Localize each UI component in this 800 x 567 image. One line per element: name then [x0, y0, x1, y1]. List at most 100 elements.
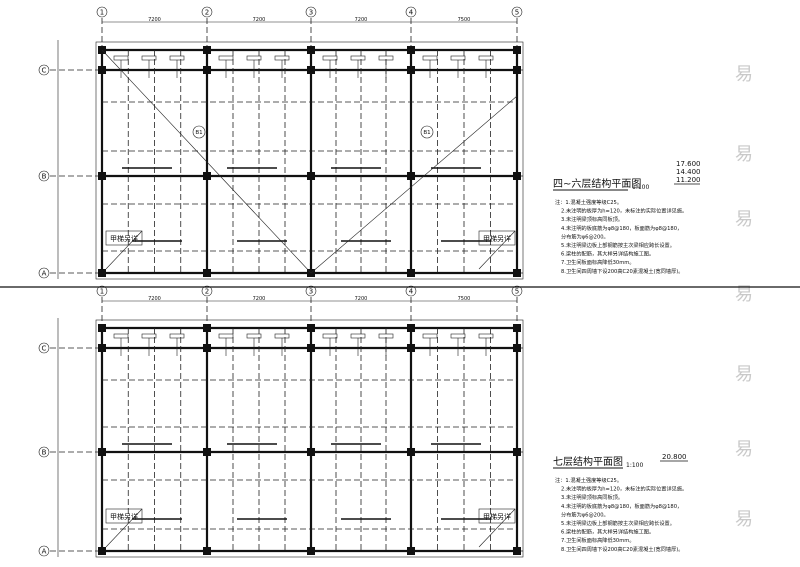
stair-right [478, 508, 516, 524]
stair-left [105, 508, 143, 524]
stair-diagonal [105, 230, 143, 270]
column [307, 46, 315, 54]
column [307, 448, 315, 456]
grid-label-y: B [42, 449, 47, 457]
title-block-floors-4-6: 四~六层结构平面图 1:100 17.600 14.400 11.200 注：1… [553, 160, 701, 275]
grid-bubble [38, 267, 50, 279]
watermark-glyph: 易 [735, 284, 753, 305]
note-line: 2.未注明的板厚为h=120，未标注的实际位置详见施。 [561, 485, 687, 493]
slab-mark-circle [192, 125, 206, 139]
slab-diagonal [101, 49, 312, 274]
watermark-glyph: 易 [735, 509, 753, 530]
column [407, 46, 415, 54]
dimension-text: 7200 [148, 17, 161, 23]
stair-label: 甲梯另详 [110, 234, 138, 243]
note-line: 3.未注明梁顶标高同板顶。 [561, 493, 623, 501]
column [203, 172, 211, 180]
note-line: 分布筋为φ6@200。 [561, 232, 609, 240]
grid-label-y: B [42, 173, 47, 181]
stair-left [105, 230, 143, 246]
plan-scale: 1:100 [626, 462, 643, 469]
plan-frame [95, 319, 524, 558]
column [98, 269, 106, 277]
grid-bubble [201, 285, 213, 297]
column [513, 46, 521, 54]
grid-bubble [38, 342, 50, 354]
grid-label-y: A [42, 270, 47, 278]
column [407, 547, 415, 555]
note-line: 7.卫生间板面标高降低30mm。 [561, 258, 635, 266]
column [203, 269, 211, 277]
column [513, 324, 521, 332]
plan-scale: 1:100 [632, 184, 649, 191]
dimension-text: 7200 [253, 296, 266, 302]
column [407, 344, 415, 352]
column [307, 547, 315, 555]
column [407, 448, 415, 456]
plan-frame [95, 41, 524, 280]
watermark-glyph: 易 [735, 439, 753, 460]
column [513, 172, 521, 180]
grid-label-x: 1 [100, 288, 104, 296]
grid-label-y: C [42, 67, 47, 75]
slab-mark: B1 [195, 130, 202, 136]
grid-bubble [405, 6, 417, 18]
grid-label-x: 3 [309, 288, 313, 296]
elevation-3: 11.200 [676, 176, 701, 184]
column [407, 172, 415, 180]
elevation-1: 17.600 [676, 160, 701, 168]
note-line: 5.未注明梁边板上部钢筋按主次梁相应跨长设置。 [561, 519, 675, 527]
grid-bubble [38, 64, 50, 76]
grid-bubble [96, 6, 108, 18]
grid-label-x: 4 [409, 9, 414, 17]
column [513, 269, 521, 277]
grid-bubble [96, 285, 108, 297]
column [307, 66, 315, 74]
dimension-text: 7200 [148, 296, 161, 302]
column [98, 324, 106, 332]
elevation-1: 20.800 [662, 453, 687, 461]
plan-title: 七层结构平面图 [553, 455, 623, 468]
column [407, 66, 415, 74]
dimension-text: 7200 [355, 17, 368, 23]
column [407, 269, 415, 277]
grid-bubble [405, 285, 417, 297]
note-line: 5.未注明梁边板上部钢筋按主次梁相应跨长设置。 [561, 241, 675, 249]
note-line: 8.卫生间四周墙下设200高C20素混凝土(宽同墙厚)。 [561, 545, 684, 553]
dimension-text: 7500 [458, 296, 471, 302]
stair-right [478, 230, 516, 246]
grid-label-y: C [42, 345, 47, 353]
title-block-floor-7: 七层结构平面图 1:100 20.800 注：1.混凝土强度等级C25。2.未注… [553, 453, 688, 553]
grid-label-y: A [42, 548, 47, 556]
stair-diagonal [478, 508, 516, 548]
column [203, 448, 211, 456]
watermark-glyph: 易 [735, 144, 753, 165]
note-line: 7.卫生间板面标高降低30mm。 [561, 536, 635, 544]
column [513, 448, 521, 456]
dimension-text: 7500 [458, 17, 471, 23]
stair-label: 甲梯另详 [483, 512, 511, 521]
note-line: 注：1.混凝土强度等级C25。 [555, 476, 622, 484]
column [203, 344, 211, 352]
grid-label-x: 2 [205, 9, 209, 17]
stair-diagonal [105, 508, 143, 548]
column [307, 344, 315, 352]
notes-floor-7: 注：1.混凝土强度等级C25。2.未注明的板厚为h=120，未标注的实际位置详见… [555, 476, 687, 553]
column [98, 344, 106, 352]
elevation-2: 14.400 [676, 168, 701, 176]
column [98, 172, 106, 180]
slab-mark: B1 [423, 130, 430, 136]
column [307, 172, 315, 180]
grid-bubble [38, 545, 50, 557]
grid-label-x: 5 [515, 288, 519, 296]
column [307, 324, 315, 332]
grid-label-x: 3 [309, 9, 313, 17]
column [407, 324, 415, 332]
column [98, 448, 106, 456]
grid-bubble [38, 170, 50, 182]
note-line: 注：1.混凝土强度等级C25。 [555, 198, 622, 206]
grid-bubble [511, 285, 523, 297]
column [203, 324, 211, 332]
